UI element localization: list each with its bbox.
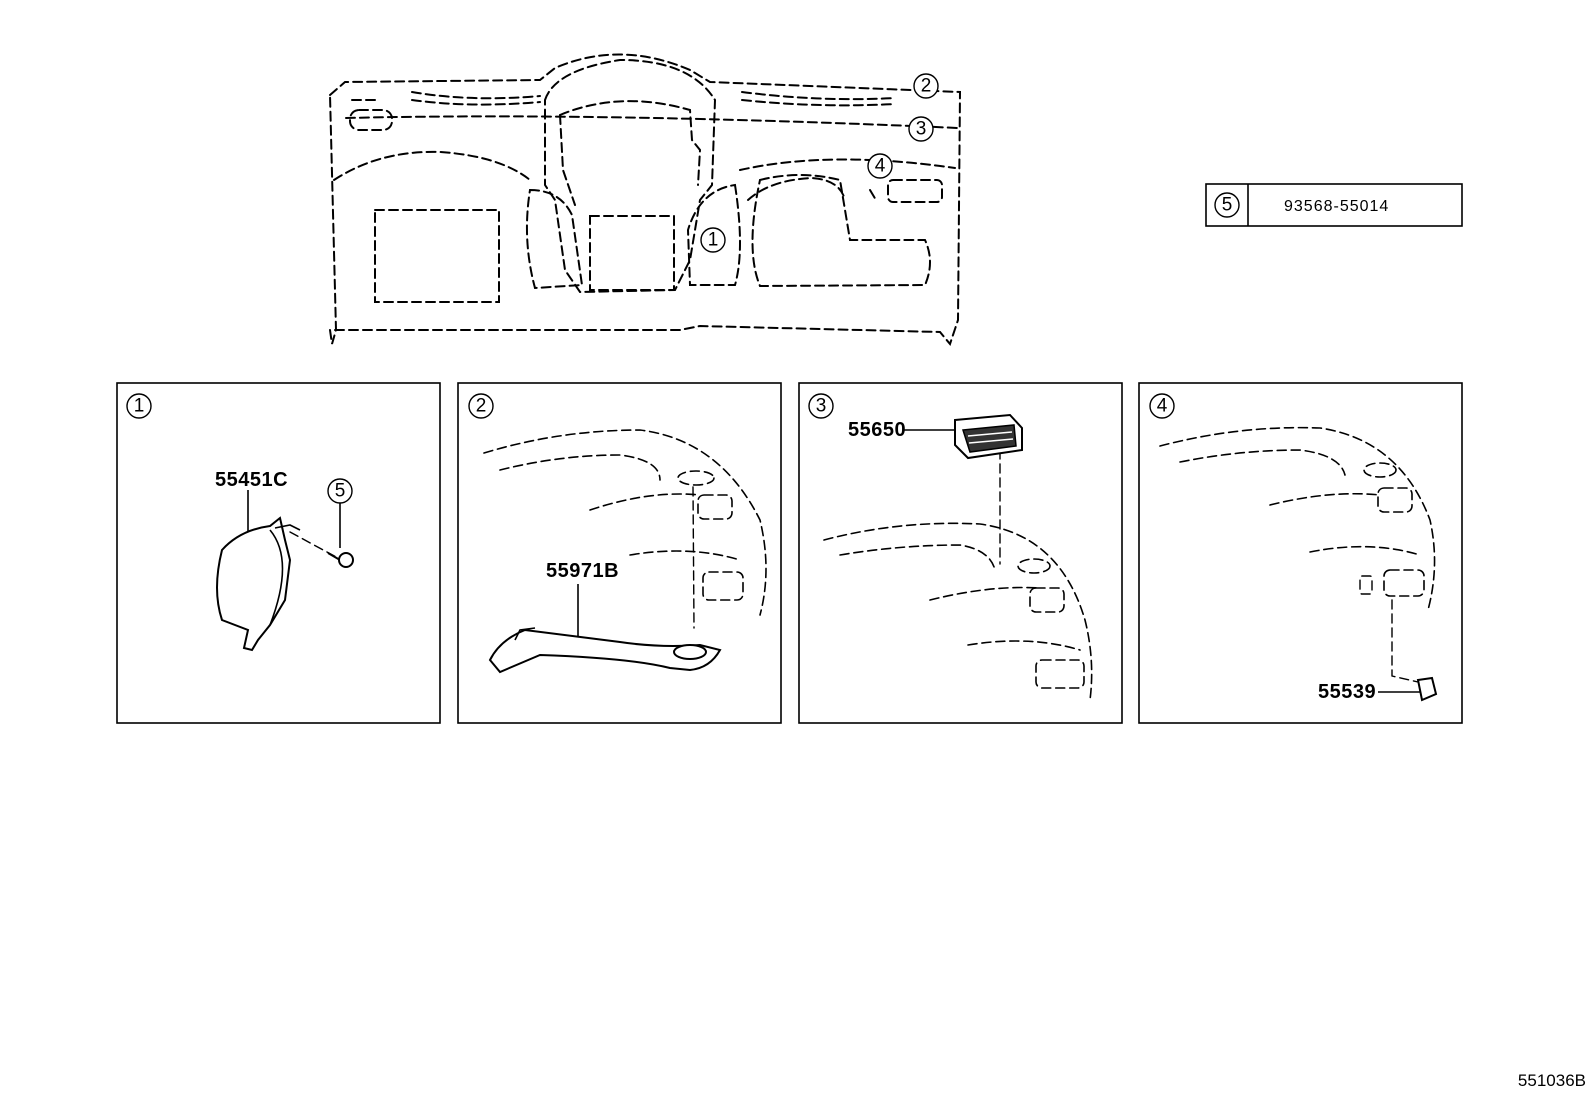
callout-1[interactable]: 1	[700, 227, 726, 253]
panel-4: 4 55539	[1138, 382, 1463, 724]
panel-3: 3 55650	[798, 382, 1123, 724]
panel-1-index-label: 1	[134, 396, 145, 417]
callout-3[interactable]: 3	[908, 116, 934, 142]
panel-3-index: 3	[808, 393, 834, 419]
part-number-55539[interactable]: 55539	[1318, 681, 1376, 703]
parts-table-ref: 5	[1214, 192, 1240, 218]
callout-2[interactable]: 2	[913, 73, 939, 99]
diagram-id: 551036B	[1517, 1071, 1586, 1090]
part-number-55451C[interactable]: 55451C	[215, 469, 288, 491]
callout-4[interactable]: 4	[867, 153, 893, 179]
part-number-55650[interactable]: 55650	[848, 419, 906, 441]
panel-2-index-label: 2	[476, 396, 487, 417]
panel-1-index: 1	[126, 393, 152, 419]
panel-1: 1 55451C 5	[116, 382, 441, 724]
part-number-55971B[interactable]: 55971B	[546, 560, 619, 582]
callout-1-label: 1	[708, 230, 719, 251]
panel-4-index: 4	[1149, 393, 1175, 419]
parts-table-ref-label: 5	[1222, 195, 1233, 216]
callout-3-label: 3	[916, 119, 927, 140]
panel-3-index-label: 3	[816, 396, 827, 417]
dashboard-overview	[328, 53, 962, 347]
panel-1-sub-callout-label: 5	[335, 481, 346, 502]
overview-callouts: 1 2 3 4	[700, 73, 939, 253]
callout-4-label: 4	[875, 156, 886, 177]
parts-table: 5 93568-55014	[1205, 183, 1463, 227]
panel-2: 2 55971B	[457, 382, 782, 724]
parts-table-part-number[interactable]: 93568-55014	[1284, 198, 1389, 215]
callout-2-label: 2	[921, 76, 932, 97]
panel-1-sub-callout[interactable]: 5	[327, 478, 353, 504]
panel-2-index: 2	[468, 393, 494, 419]
panel-4-index-label: 4	[1157, 396, 1168, 417]
